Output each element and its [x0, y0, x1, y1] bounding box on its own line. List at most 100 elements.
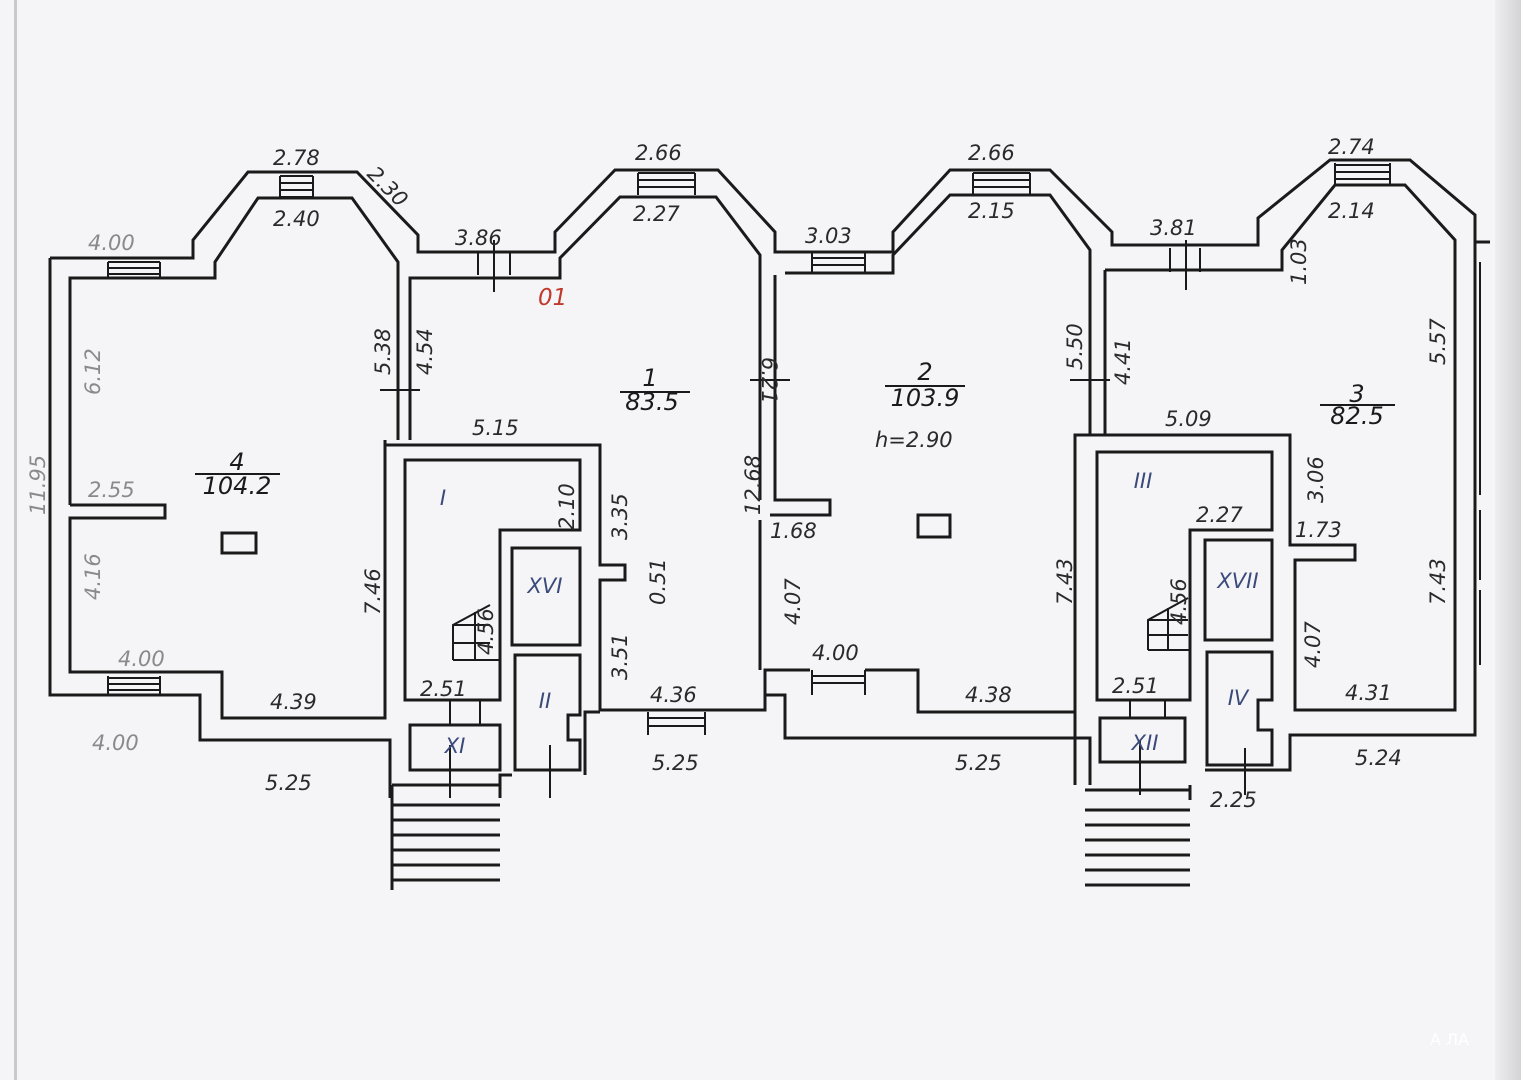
room-label-4: 4 104.2: [195, 448, 280, 500]
dim-label: 2.78: [273, 146, 320, 170]
dim-label: 3.35: [608, 493, 632, 540]
room-II-walls: [513, 653, 582, 772]
dim-label: 5.25: [955, 751, 1002, 775]
room-label-XII: XII: [1131, 731, 1159, 755]
dim-label: 5.25: [652, 751, 699, 775]
room-number: 1: [642, 364, 657, 392]
dim-label: 2.51: [1112, 674, 1159, 698]
dim-label: 4.54: [413, 328, 437, 375]
dim-label: 6.12: [81, 348, 105, 395]
room-2-walls: [785, 193, 1107, 435]
dim-label: 2.27: [1196, 503, 1243, 527]
dim-label: 2.25: [1210, 788, 1257, 812]
dim-label: 4.36: [650, 683, 697, 707]
dim-label: 2.66: [635, 141, 682, 165]
room-label-2: 2 103.9: [885, 358, 965, 412]
dim-label: 5.15: [472, 416, 519, 440]
dim-label: 2.14: [1328, 199, 1375, 223]
entrance-stairs-left: [390, 783, 500, 890]
room-4-walls: [68, 196, 400, 720]
room-label-II: II: [539, 689, 551, 713]
room-label-III: III: [1134, 469, 1153, 493]
dim-label: 4.00: [88, 231, 135, 255]
watermark: A ЛA: [1430, 1030, 1469, 1049]
room-1-walls: [385, 195, 1075, 714]
column: [916, 513, 952, 539]
dim-label: 6.21: [757, 357, 781, 404]
dim-label: 4.41: [1111, 338, 1135, 385]
room-label-XVII: XVII: [1216, 569, 1258, 593]
room-label-3: 3 82.5: [1320, 380, 1395, 430]
column: [220, 531, 258, 555]
outer-wall-top: [50, 158, 1490, 260]
dim-label: 5.38: [371, 328, 395, 375]
dim-label: 4.39: [270, 690, 317, 714]
dim-label: 3.81: [1150, 216, 1197, 240]
room-IV-walls: [1205, 650, 1274, 767]
dim-label: 7.43: [1426, 558, 1450, 605]
room-III-walls: [1095, 450, 1274, 702]
dim-label: 3.03: [805, 224, 852, 248]
dim-label: 7.43: [1053, 558, 1077, 605]
dim-label: 5.25: [265, 771, 312, 795]
ceiling-height-label: h=2.90: [875, 428, 953, 452]
dim-label: 4.07: [781, 578, 805, 625]
dim-label: 1.68: [770, 519, 817, 543]
room-label-XI: XI: [444, 734, 466, 758]
partition-wall: [770, 275, 832, 517]
dim-label: 2.55: [88, 478, 135, 502]
dim-label: 4.00: [118, 647, 165, 671]
dim-label: 4.16: [81, 553, 105, 600]
page-edge-right: [1495, 0, 1521, 1080]
dim-label: 5.09: [1165, 407, 1212, 431]
room-XII-walls: [1098, 716, 1187, 764]
dim-label: 4.00: [92, 731, 139, 755]
room-area: 104.2: [203, 472, 272, 500]
dim-label: 1.03: [1287, 238, 1311, 285]
page-edge-left: [14, 0, 17, 1080]
dim-label: 4.38: [965, 683, 1012, 707]
stair-inner-left: [452, 604, 500, 661]
room-area: 83.5: [625, 388, 678, 416]
dim-label: 3.51: [608, 633, 632, 680]
dim-label: 7.46: [361, 568, 385, 615]
dim-label: 3.06: [1304, 456, 1328, 503]
room-label-IV: IV: [1228, 686, 1250, 710]
dim-label: 3.86: [455, 226, 502, 250]
door-marks: [380, 240, 1246, 798]
room-number: 4: [229, 448, 244, 476]
dim-label: 5.24: [1355, 746, 1402, 770]
windows: [107, 163, 1481, 735]
dim-label: 4.31: [1345, 681, 1392, 705]
dim-label: 5.57: [1426, 318, 1450, 365]
dim-label: 0.51: [646, 558, 670, 605]
dim-label: 2.40: [273, 207, 320, 231]
dim-label: 4.07: [1301, 621, 1325, 668]
entrance-stairs-right: [1085, 785, 1192, 887]
dim-label: 12.68: [741, 455, 765, 515]
room-area: 103.9: [891, 384, 960, 412]
dim-label: 1.73: [1295, 518, 1342, 542]
dim-label: 2.10: [555, 483, 579, 530]
dimension-labels: 2.78 2.40 2.30 4.00 3.86 2.66 2.27 3.03 …: [26, 135, 1450, 812]
dim-label: 5.50: [1063, 323, 1087, 370]
dim-label: 2.51: [420, 677, 467, 701]
dim-label: 2.74: [1328, 135, 1375, 159]
room-I-walls: [403, 458, 582, 702]
room-area: 82.5: [1330, 402, 1383, 430]
dim-label: 2.27: [633, 202, 680, 226]
dim-label: 4.56: [1167, 578, 1191, 625]
dim-label: 4.56: [474, 608, 498, 655]
room-number: 2: [917, 358, 932, 386]
room-XI-walls: [408, 723, 502, 772]
room-number: 3: [1349, 380, 1364, 408]
outer-wall-left: [48, 258, 392, 798]
outer-wall-bottom-middle: [498, 693, 1092, 798]
unit-label: 01: [538, 285, 567, 311]
room-XVII-walls: [1203, 538, 1274, 642]
dim-label: 11.95: [26, 455, 50, 515]
dim-label: 2.15: [968, 199, 1015, 223]
outer-wall-right: [1205, 242, 1477, 772]
